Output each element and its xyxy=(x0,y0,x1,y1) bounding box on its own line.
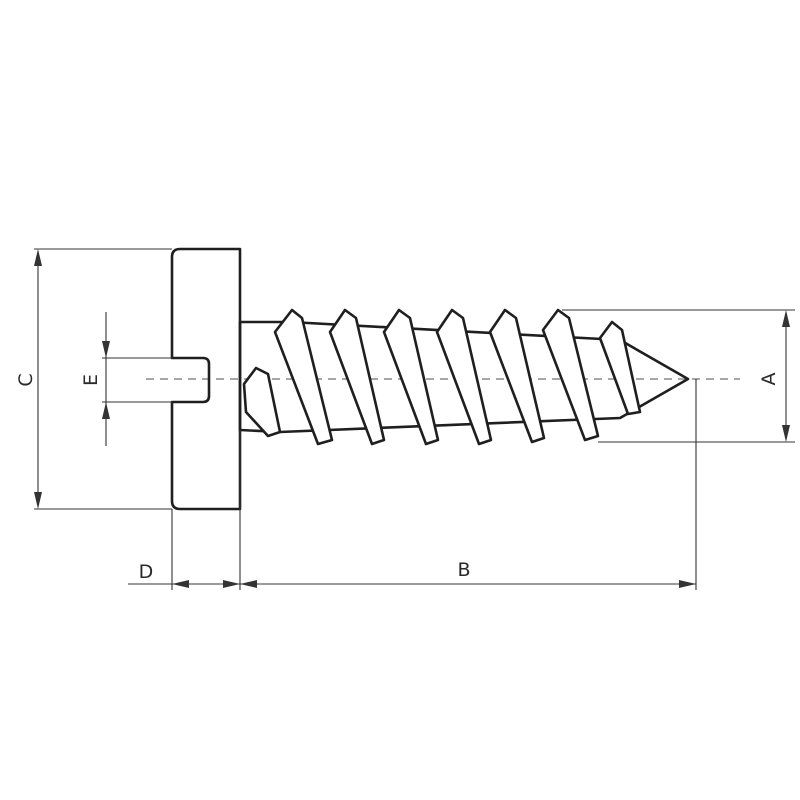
thread-crests xyxy=(273,308,642,446)
label-b: B xyxy=(457,559,470,581)
dimension-c xyxy=(34,248,172,510)
label-e: E xyxy=(80,374,102,386)
label-a: A xyxy=(758,373,780,386)
label-c: C xyxy=(15,373,37,386)
screw-head xyxy=(170,247,242,511)
dimension-e xyxy=(102,312,172,446)
label-d: D xyxy=(139,561,154,583)
dimension-d-b xyxy=(128,379,697,590)
thread-lower-start xyxy=(242,366,282,438)
